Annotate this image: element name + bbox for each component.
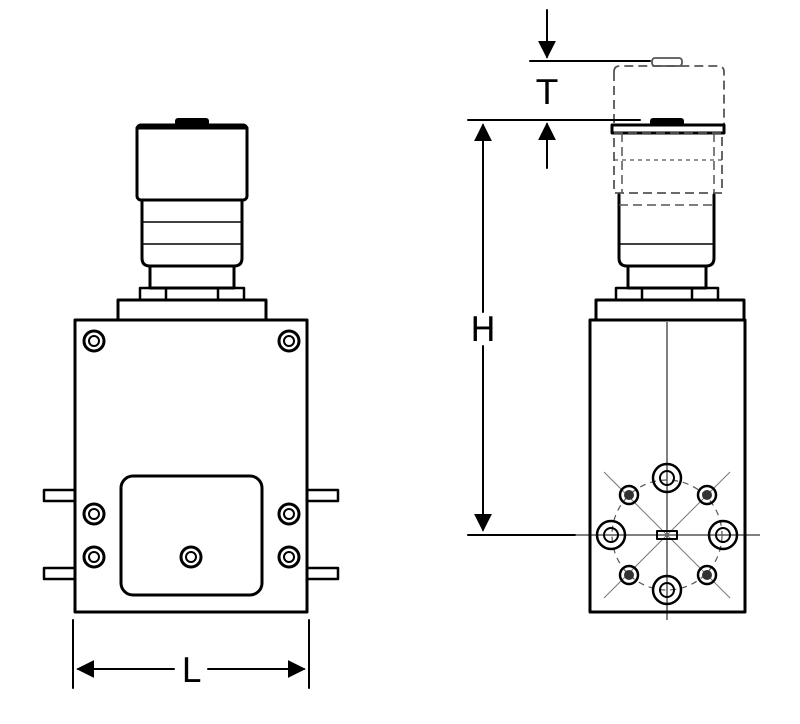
port-pattern <box>595 462 739 606</box>
center-slot <box>656 530 678 540</box>
side-view: T H <box>467 9 760 620</box>
nut-left <box>138 286 168 302</box>
front-screws <box>82 329 301 569</box>
nut-right <box>216 286 246 302</box>
port-bottom <box>651 574 683 606</box>
actuator-neck <box>148 264 236 290</box>
dimension-label-length: L <box>182 651 201 691</box>
threaded-holes <box>618 484 718 586</box>
port-top <box>651 462 683 494</box>
extended-cap-outline <box>613 57 725 128</box>
dimension-label-height: H <box>470 310 496 350</box>
side-flange <box>594 298 746 322</box>
front-body <box>73 318 309 614</box>
side-neck <box>626 264 708 290</box>
dimension-height: H <box>467 123 576 536</box>
actuator-cap <box>135 123 249 202</box>
front-view: L <box>42 118 340 691</box>
mounting-flange <box>116 298 268 322</box>
dimension-label-travel: T <box>536 73 558 113</box>
cap-button <box>175 118 209 126</box>
side-cap-body <box>613 132 723 194</box>
front-actuator <box>116 118 268 322</box>
panel-port <box>179 545 203 569</box>
actuator-body <box>140 198 244 268</box>
side-pins <box>42 488 340 581</box>
front-panel <box>119 474 264 597</box>
side-actuator <box>594 118 746 322</box>
side-cap-top <box>610 123 726 135</box>
port-right <box>707 519 739 551</box>
port-left <box>595 519 627 551</box>
dimension-length: L <box>72 619 310 691</box>
dimension-travel: T <box>467 9 651 169</box>
